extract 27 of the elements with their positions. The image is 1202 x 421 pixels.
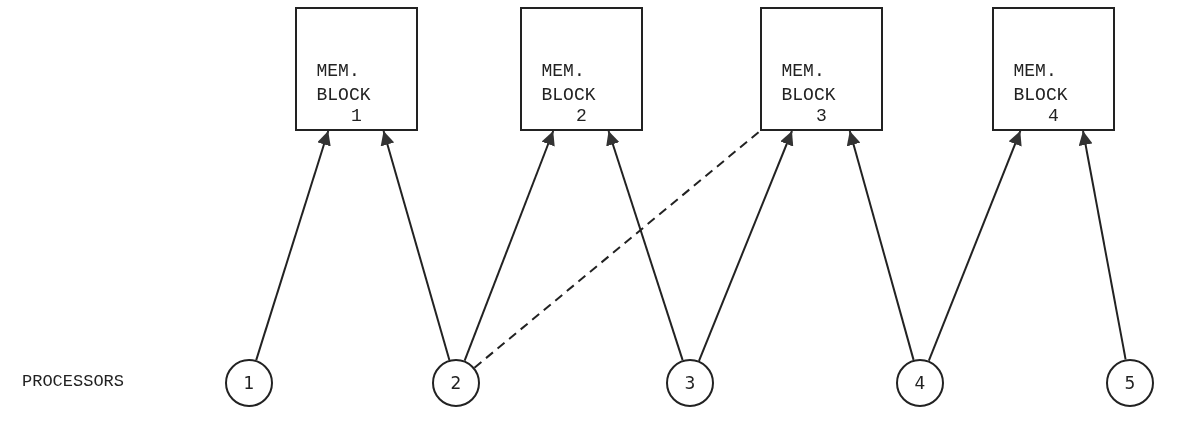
arrow [463, 130, 555, 362]
arrow [927, 130, 1022, 362]
block-number: 3 [816, 107, 827, 127]
arrow [846, 130, 915, 361]
memory-block-box [295, 7, 418, 131]
block-label: MEM. BLOCK [1013, 60, 1069, 107]
block-number: 4 [1048, 107, 1059, 127]
block-number: 1 [351, 107, 362, 127]
processor-circle: 5 [1106, 359, 1154, 407]
memory-block-box [760, 7, 883, 131]
block-label: MEM. BLOCK [541, 60, 597, 107]
memory-block-box [520, 7, 643, 131]
arrow [698, 130, 794, 362]
processor-circle: 3 [666, 359, 714, 407]
processor-circle: 1 [225, 359, 273, 407]
processor-circle: 4 [896, 359, 944, 407]
block-number: 2 [576, 107, 587, 127]
arrow [255, 130, 331, 362]
arrow [380, 130, 451, 361]
connector-line [473, 130, 761, 369]
processor-circle: 2 [432, 359, 480, 407]
memory-block-box [992, 7, 1115, 131]
block-label: MEM. BLOCK [316, 60, 372, 107]
block-label: MEM. BLOCK [781, 60, 837, 107]
arrow [1078, 130, 1127, 361]
row-label: PROCESSORS [22, 372, 125, 391]
arrow [606, 130, 684, 362]
